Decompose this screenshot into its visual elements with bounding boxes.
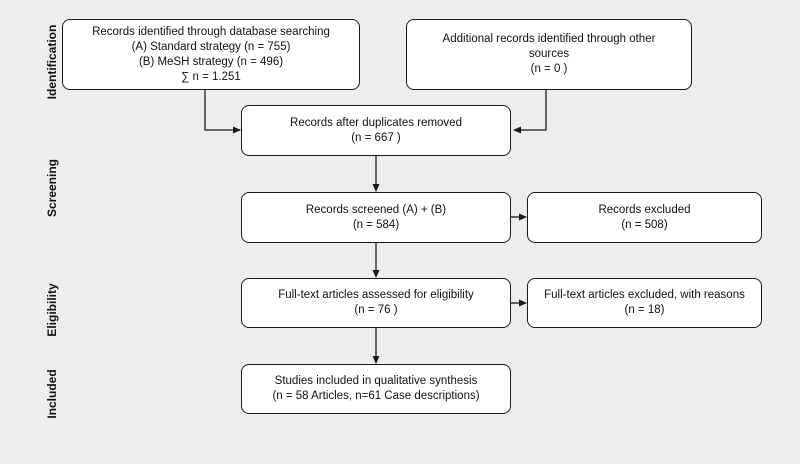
records-screened-line-1: Records screened (A) + (B) (305, 203, 447, 216)
fulltext-excluded-line-2: (n = 18) (624, 304, 665, 316)
fulltext-excluded-line-1: Full-text articles excluded, with reason… (544, 289, 745, 301)
other-sources-line-1: Additional records identified through ot… (442, 33, 656, 45)
records-screened-line-2: (n = 584) (352, 218, 400, 231)
box-duplicates-removed: Records after duplicates removed (n = 66… (241, 105, 511, 156)
box-other-sources: Additional records identified through ot… (406, 19, 692, 90)
box-records-screened: Records screened (A) + (B) (n = 584) (241, 192, 511, 243)
box-records-excluded: Records excluded (n = 508) (527, 192, 762, 243)
box-fulltext-assessed: Full-text articles assessed for eligibil… (241, 278, 511, 328)
fulltext-assessed-line-2: (n = 76 ) (354, 304, 398, 316)
duplicates-removed-line-2: (n = 667 ) (351, 131, 401, 144)
box-database-search: Records identified through database sear… (62, 19, 360, 90)
stage-label-screening: Screening (45, 158, 59, 218)
arrow-database-to-duplicates (204, 90, 241, 134)
duplicates-removed-line-1: Records after duplicates removed (290, 116, 462, 129)
records-excluded-line-1: Records excluded (598, 203, 691, 216)
other-sources-line-3: (n = 0 ) (530, 63, 568, 75)
arrow-other-to-duplicates (513, 90, 547, 134)
other-sources-line-2: sources (528, 48, 570, 60)
database-search-line-4: ∑ n = 1.251 (181, 70, 241, 83)
database-search-line-3: (B) MeSH strategy (n = 496) (138, 55, 284, 68)
stage-label-identification: Identification (45, 24, 59, 100)
stage-label-included: Included (45, 369, 59, 419)
database-search-line-1: Records identified through database sear… (92, 25, 330, 38)
box-included-synthesis: Studies included in qualitative synthesi… (241, 364, 511, 414)
included-synthesis-line-1: Studies included in qualitative synthesi… (274, 375, 478, 387)
included-synthesis-line-2: (n = 58 Articles, n=61 Case descriptions… (272, 390, 480, 402)
fulltext-assessed-line-1: Full-text articles assessed for eligibil… (278, 289, 474, 301)
database-search-line-2: (A) Standard strategy (n = 755) (131, 40, 291, 53)
records-excluded-line-2: (n = 508) (621, 218, 668, 231)
box-fulltext-excluded: Full-text articles excluded, with reason… (527, 278, 762, 328)
